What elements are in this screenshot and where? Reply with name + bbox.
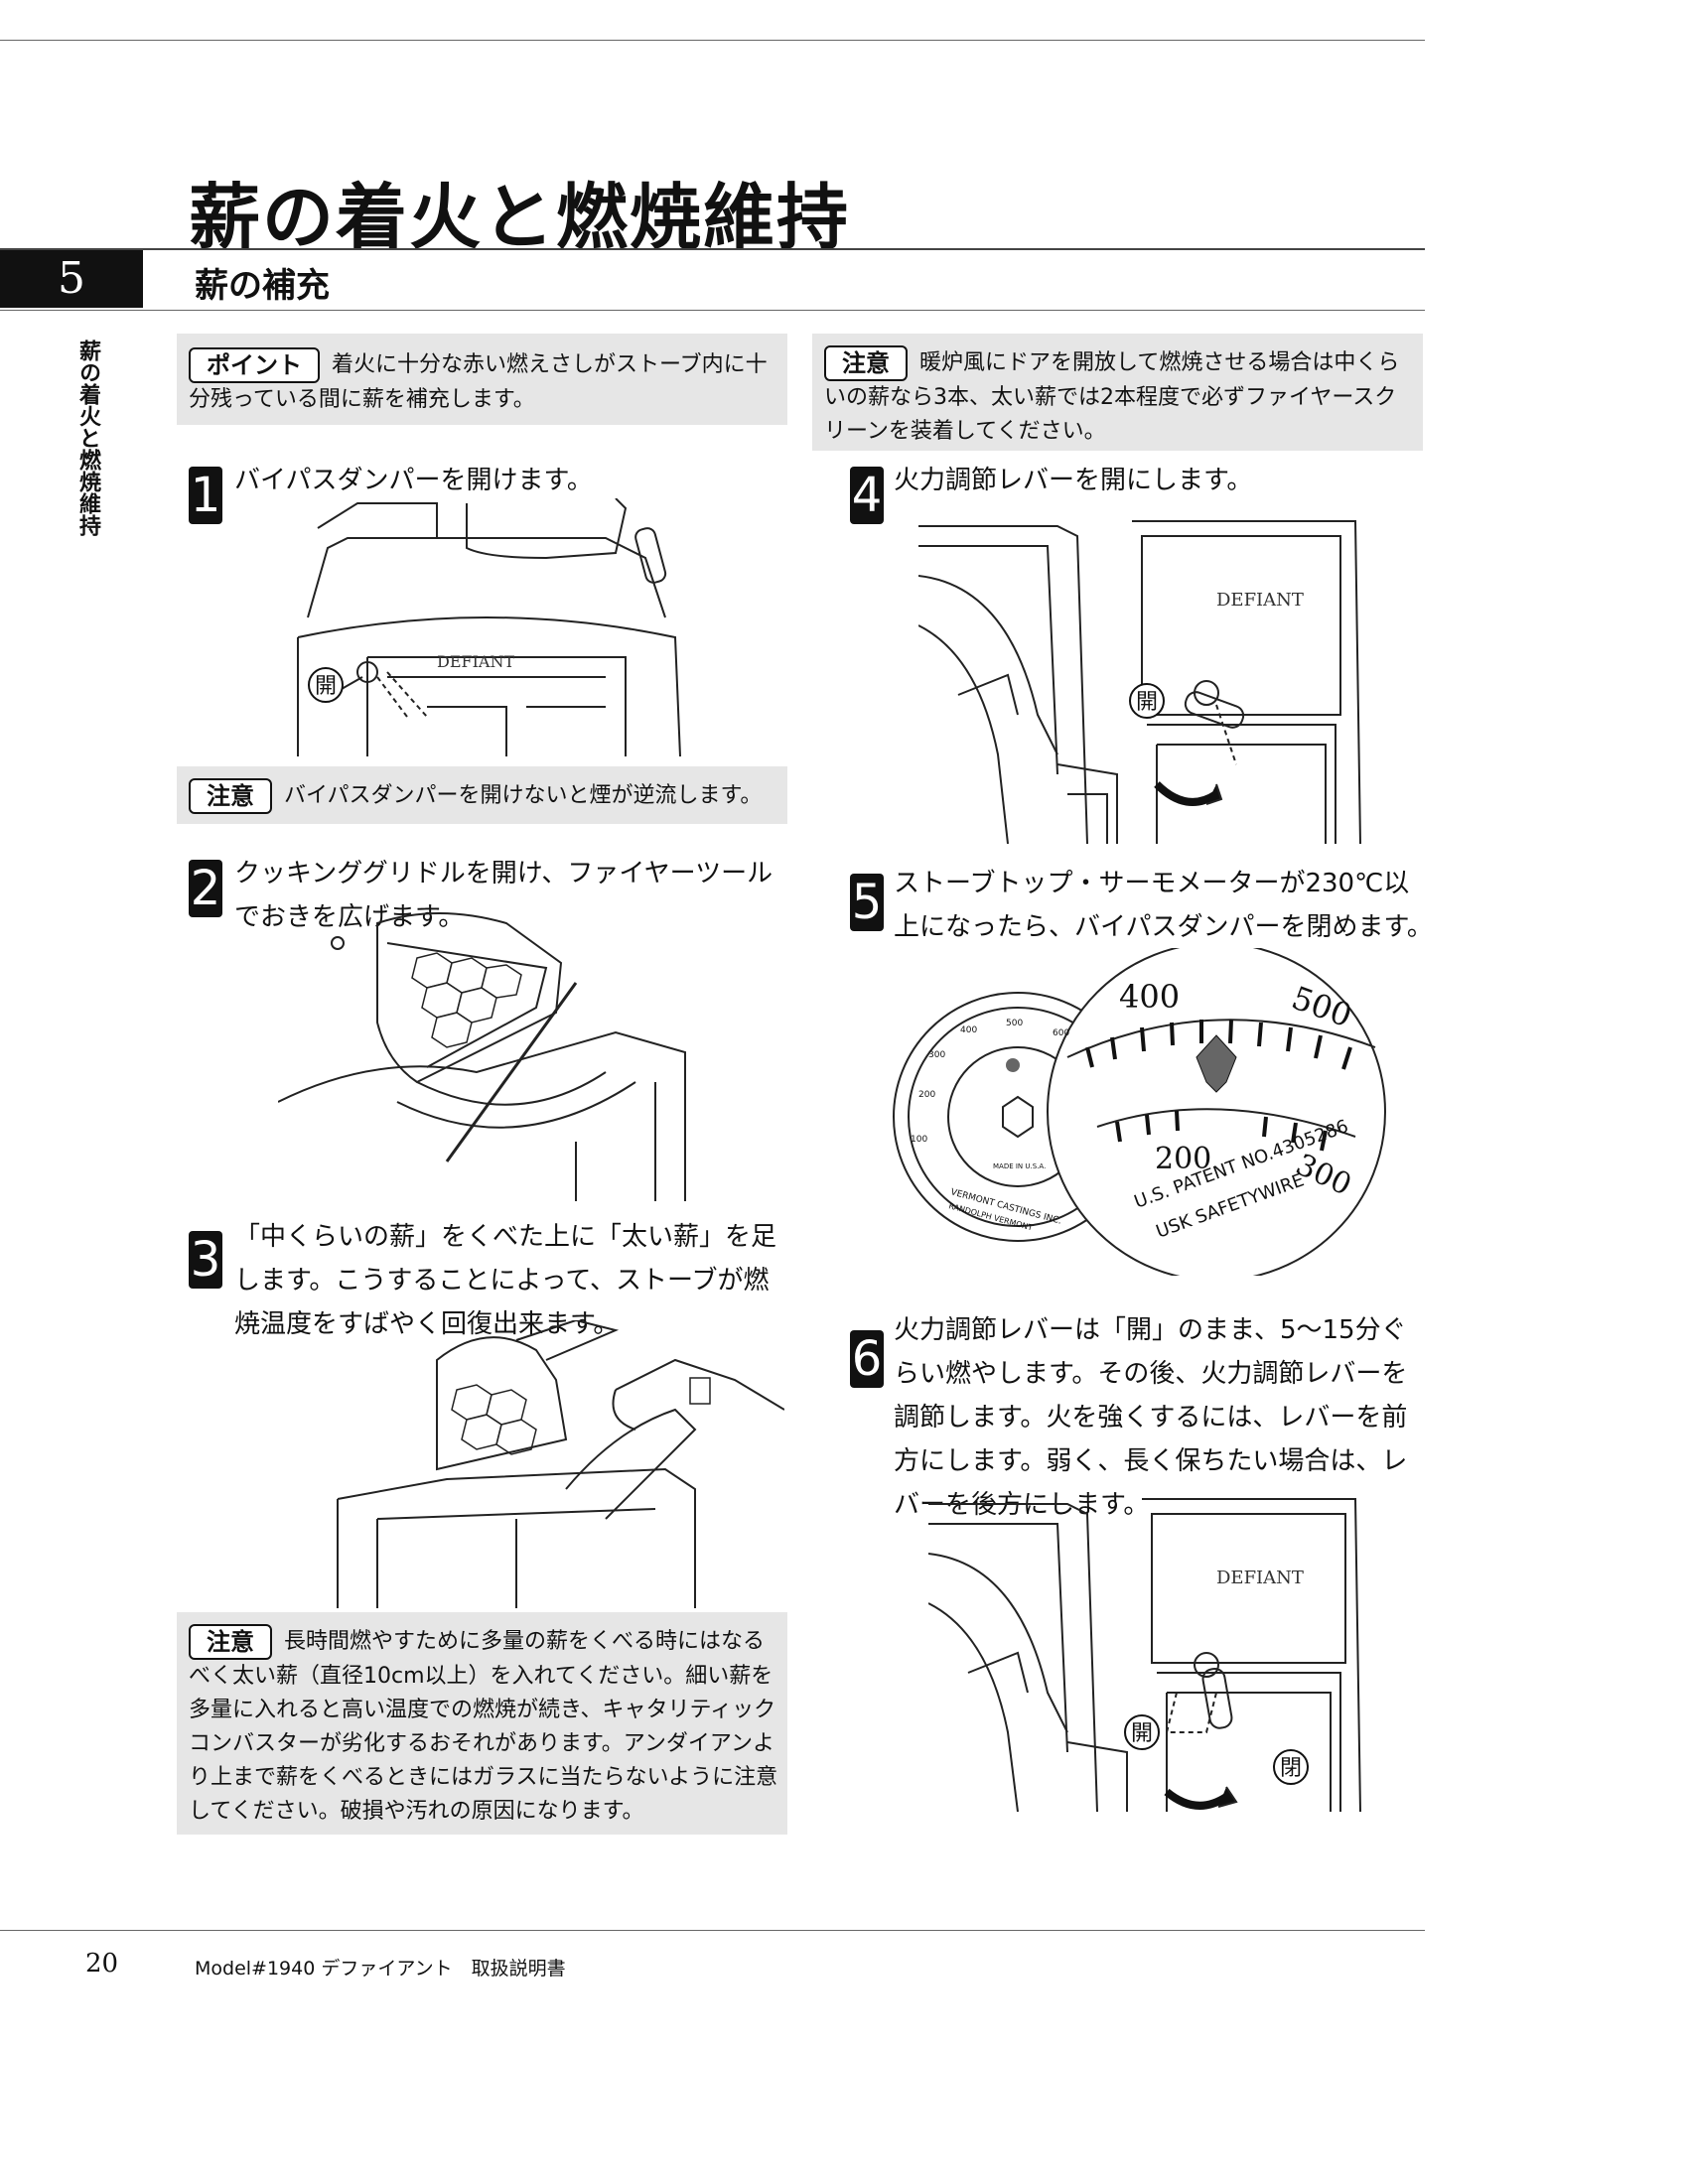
step-text: 火力調節レバーを開にします。 xyxy=(894,466,1253,495)
open-label: 開 xyxy=(1136,690,1158,715)
step-number: 1 xyxy=(189,467,222,524)
open-label: 開 xyxy=(1131,1721,1153,1746)
section-heading: 薪の補充 xyxy=(195,266,330,306)
sidebar-label: 薪の着火と燃焼維持 xyxy=(75,340,101,536)
made-label: MADE IN U.S.A. xyxy=(993,1162,1046,1170)
page-title: 薪の着火と燃焼維持 xyxy=(189,175,851,259)
brand-label: DEFIANT xyxy=(437,652,514,671)
small-500: 500 xyxy=(1006,1019,1023,1028)
section-number: 5 xyxy=(0,250,143,308)
step-number: 2 xyxy=(189,860,222,917)
griddle-open-illustration xyxy=(278,912,686,1201)
small-100: 100 xyxy=(911,1135,927,1145)
stove-damper-illustration: DEFIANT 開 xyxy=(297,498,681,756)
top-rule xyxy=(0,40,1425,41)
point-box: ポイント着火に十分な赤い燃えさしがストーブ内に十分残っている間に薪を補充します。 xyxy=(177,334,787,425)
thermometer-illustration: 400 500 200 300 U.S. PATENT NO.4305286 U… xyxy=(893,948,1386,1276)
caution-box-step1: 注意バイパスダンパーを開けないと煙が逆流します。 xyxy=(177,766,787,824)
caution-box-top: 注意暖炉風にドアを開放して燃焼させる場合は中くらいの薪なら3本、太い薪では2本程… xyxy=(812,334,1423,451)
title-rule xyxy=(0,248,1425,250)
caution-box-bottom: 注意長時間燃やすために多量の薪をくべる時にはなるべく太い薪（直径10cm以上）を… xyxy=(177,1612,787,1835)
open-label: 開 xyxy=(315,674,337,699)
brand-label: DEFIANT xyxy=(1216,590,1304,611)
step-number: 3 xyxy=(189,1231,222,1289)
step-number: 4 xyxy=(850,467,884,524)
caution-text: 暖炉風にドアを開放して燃焼させる場合は中くらいの薪なら3本、太い薪では2本程度で… xyxy=(824,350,1400,444)
brand-label: DEFIANT xyxy=(1216,1568,1304,1588)
step-text: ストーブトップ・サーモメーターが230℃以上になったら、バイパスダンパーを閉めま… xyxy=(894,869,1433,942)
point-text: 着火に十分な赤い燃えさしがストーブ内に十分残っている間に薪を補充します。 xyxy=(189,352,768,412)
step-text: 「中くらいの薪」をくべた上に「太い薪」を足します。こうすることによって、ストーブ… xyxy=(234,1222,777,1339)
gauge-200: 200 xyxy=(1155,1142,1211,1176)
step-number: 5 xyxy=(850,874,884,931)
air-lever-adjust-illustration: DEFIANT 開 閉 xyxy=(928,1498,1361,1813)
section-rule xyxy=(0,310,1425,311)
page-number: 20 xyxy=(85,1949,119,1979)
footer-model: Model#1940 デファイアント 取扱説明書 xyxy=(195,1958,566,1979)
small-300: 300 xyxy=(928,1050,945,1060)
step-text: 火力調節レバーは「開」のまま、5〜15分ぐらい燃やします。その後、火力調節レバー… xyxy=(894,1315,1408,1520)
caution-tag: 注意 xyxy=(189,1624,272,1660)
gauge-400: 400 xyxy=(1119,978,1180,1016)
caution-tag: 注意 xyxy=(824,345,908,381)
small-200: 200 xyxy=(918,1090,935,1100)
caution-text: 長時間燃やすために多量の薪をくべる時にはなるべく太い薪（直径10cm以上）を入れ… xyxy=(189,1629,778,1824)
step-text: クッキンググリドルを開け、ファイヤーツールでおきを広げます。 xyxy=(234,859,774,932)
small-400: 400 xyxy=(960,1025,977,1035)
caution-text: バイパスダンパーを開けないと煙が逆流します。 xyxy=(284,783,763,808)
caution-tag: 注意 xyxy=(189,778,272,814)
close-label: 閉 xyxy=(1280,1756,1302,1781)
footer-rule xyxy=(0,1930,1425,1931)
point-tag: ポイント xyxy=(189,347,320,383)
small-600: 600 xyxy=(1053,1028,1069,1038)
adding-logs-illustration xyxy=(337,1320,784,1608)
step-text: バイパスダンパーを開けます。 xyxy=(234,466,593,495)
air-lever-illustration: DEFIANT 開 xyxy=(918,520,1361,844)
step-number: 6 xyxy=(850,1330,884,1388)
